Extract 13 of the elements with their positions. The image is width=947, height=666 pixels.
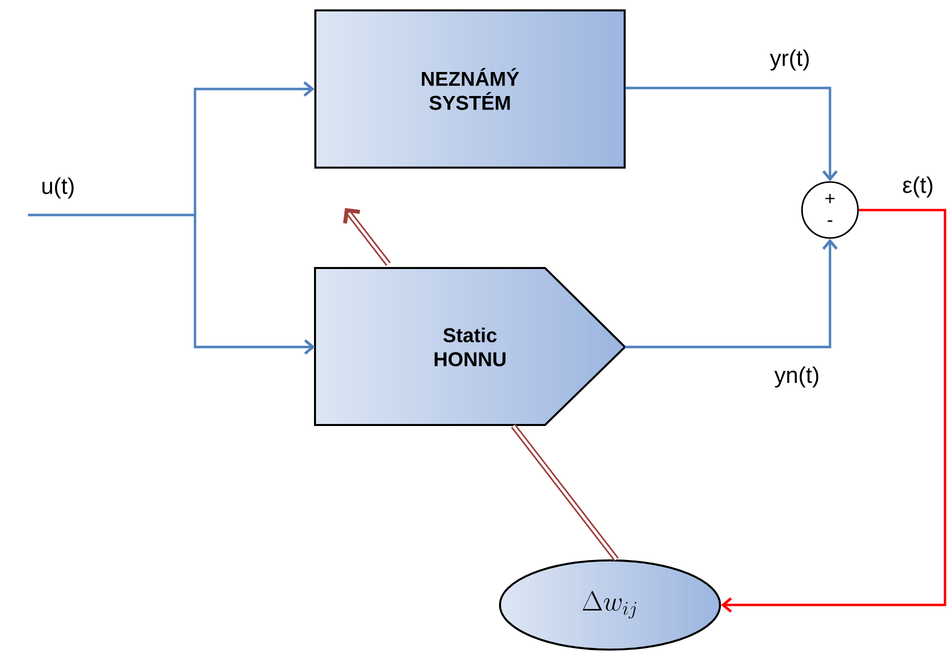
arrow xyxy=(194,215,316,355)
signal-label: yn(t) xyxy=(774,366,818,388)
pentagon-block: Static HONNU xyxy=(314,267,626,426)
arrow xyxy=(721,208,946,613)
signal-label: ε(t) xyxy=(903,176,932,198)
signal-label: u(t) xyxy=(42,177,74,199)
summing-junction: + - xyxy=(801,181,859,239)
arrow xyxy=(626,86,838,182)
arrow xyxy=(624,238,838,348)
process-box: NEZNÁMÝ SYSTÉM xyxy=(314,9,626,169)
signal-label: yr(t) xyxy=(770,49,809,71)
adaptation-arrow xyxy=(343,208,620,562)
arrow xyxy=(28,81,314,216)
